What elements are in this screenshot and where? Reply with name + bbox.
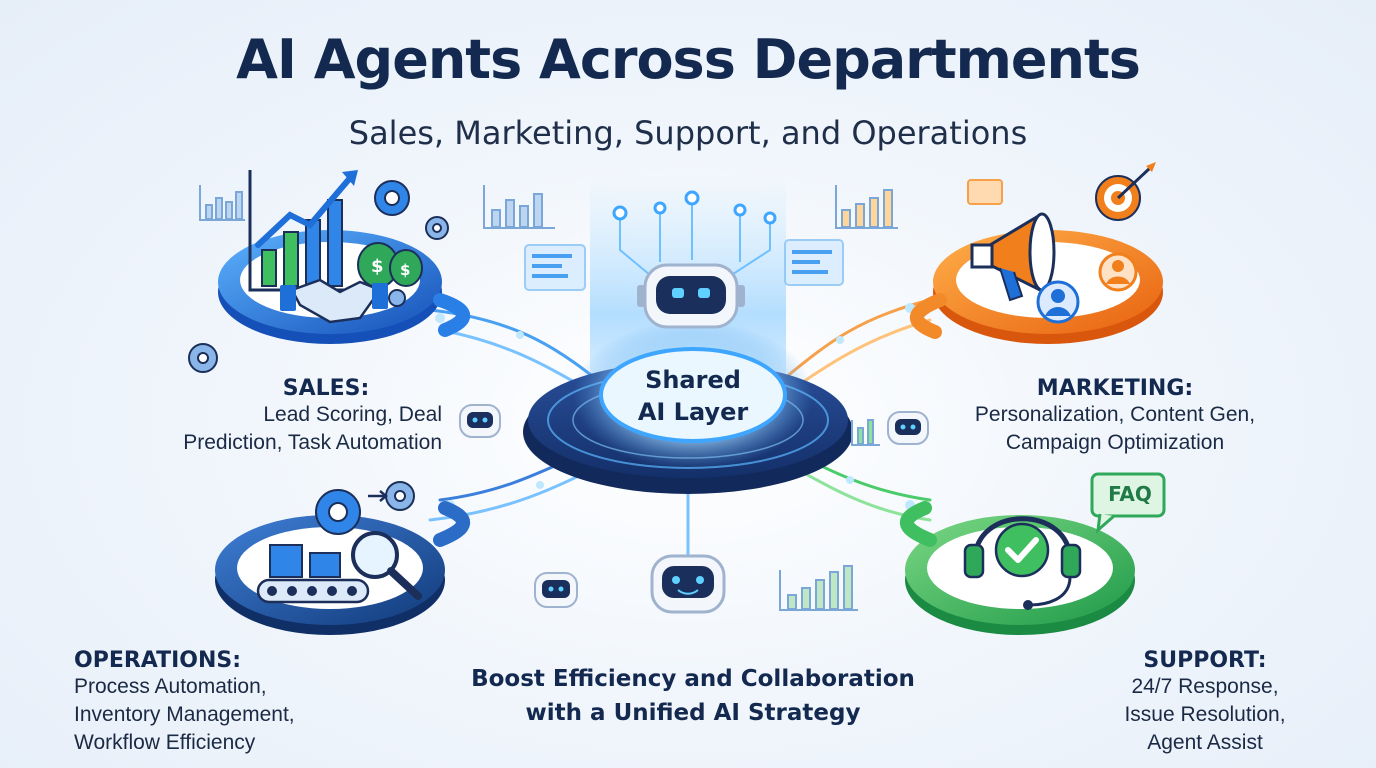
operations-line-2: Inventory Management,: [74, 703, 295, 726]
bar-chart-icon: [199, 185, 898, 611]
handshake-icon: [280, 278, 388, 324]
operations-line-3: Workflow Efficiency: [74, 731, 256, 754]
marketing-label: MARKETING: Personalization, Content Gen,…: [955, 376, 1275, 457]
support-line-2: Issue Resolution,: [1124, 703, 1286, 726]
money-bag-icon: $ $: [357, 242, 423, 288]
conveyor-icon: [256, 544, 370, 604]
operations-heading: OPERATIONS:: [74, 648, 242, 673]
headset-icon: [963, 516, 1082, 610]
operations-label: OPERATIONS: Process Automation, Inventor…: [74, 648, 364, 757]
svg-text:$: $: [371, 256, 384, 277]
tagline-line-2: with a Unified AI Strategy: [525, 700, 861, 726]
support-heading: SUPPORT:: [1143, 648, 1267, 673]
marketing-line-1: Personalization, Content Gen,: [974, 403, 1256, 426]
sales-label: SALES: Lead Scoring, Deal Prediction, Ta…: [150, 376, 442, 457]
faq-badge: FAQ: [1108, 482, 1152, 506]
operations-line-1: Process Automation,: [74, 675, 267, 698]
sales-line-2: Prediction, Task Automation: [183, 431, 442, 454]
marketing-line-2: Campaign Optimization: [1005, 431, 1225, 454]
user-icon: [1036, 252, 1138, 324]
page-subtitle: Sales, Marketing, Support, and Operation…: [348, 114, 1028, 152]
support-line-1: 24/7 Response,: [1131, 675, 1279, 698]
tagline: Boost Efficiency and Collaboration with …: [448, 662, 938, 730]
growth-chart-icon: [248, 170, 370, 292]
faq-bubble-icon: [1090, 472, 1166, 534]
tagline-line-1: Boost Efficiency and Collaboration: [471, 666, 915, 692]
magnifier-icon: [351, 531, 422, 600]
arrow-icon: [368, 490, 388, 502]
megaphone-icon: [970, 212, 1056, 302]
chat-bubble-icon: [967, 179, 1003, 205]
data-panel-right: [784, 239, 844, 286]
central-robot-icon: [612, 190, 777, 329]
check-chat-icon: [994, 522, 1050, 578]
robot-icon: [459, 404, 929, 614]
hub-label: Shared AI Layer: [598, 364, 788, 428]
hub-label-line-2: AI Layer: [637, 398, 749, 426]
svg-text:$: $: [400, 261, 410, 279]
hub-disk: [523, 320, 853, 494]
sales-line-1: Lead Scoring, Deal: [263, 403, 442, 426]
data-panel-left: [524, 244, 586, 291]
sales-heading: SALES:: [282, 376, 370, 401]
gear-icon: [315, 481, 415, 535]
hub-label-line-1: Shared: [645, 366, 741, 394]
support-label: SUPPORT: 24/7 Response, Issue Resolution…: [1105, 648, 1305, 757]
support-line-3: Agent Assist: [1147, 731, 1263, 754]
target-icon: [1095, 162, 1156, 221]
gear-icon: [188, 180, 449, 373]
marketing-heading: MARKETING:: [1036, 376, 1194, 401]
page-title: AI Agents Across Departments: [236, 28, 1141, 91]
